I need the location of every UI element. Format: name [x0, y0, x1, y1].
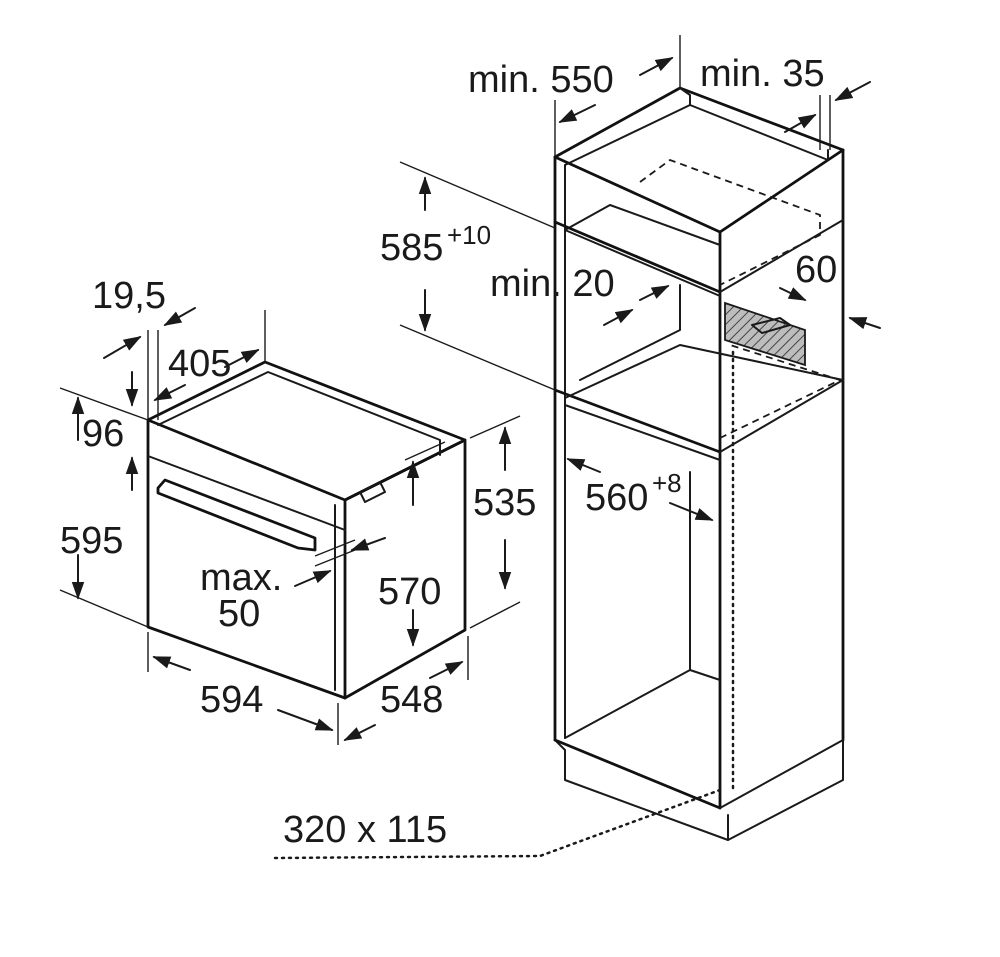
label-shelf-vent-gap: 60 [795, 249, 837, 291]
label-oven-front-offset: 19,5 [92, 275, 166, 317]
dim-arrow-594-left [152, 656, 191, 671]
label-oven-depth-top: 405 [168, 343, 231, 385]
niche-back-wall [579, 284, 681, 381]
vent-path-horizontal [273, 788, 722, 860]
vent-strip-slot [751, 317, 791, 334]
top-compartment-back [564, 229, 721, 297]
dimension-labels: 19,5 405 96 595 535 570 max. 50 594 548 … [60, 53, 837, 851]
top-shelf-side [719, 219, 844, 293]
oven-handle [156, 478, 317, 552]
niche-floor-inner [564, 404, 721, 461]
niche-floor-front [553, 388, 722, 454]
oven-drawing [146, 360, 467, 700]
cabinet-top-inner [564, 104, 829, 166]
dim-arrow-min-20-bottom [603, 309, 634, 326]
oven-latch [359, 481, 386, 503]
label-oven-max-gap-line1: max. [200, 557, 282, 599]
top-compartment-hidden [639, 158, 821, 286]
cabinet-bottom-front [553, 738, 722, 810]
label-oven-body-height: 535 [473, 482, 536, 524]
label-oven-total-height: 595 [60, 520, 123, 562]
dim-arrow-min-550-right [639, 57, 674, 76]
label-oven-panel-height: 96 [82, 413, 124, 455]
plinth-side [727, 739, 844, 841]
cabinet-bottom-side [719, 739, 844, 809]
cabinet-back-top-lip [679, 87, 691, 106]
dim-arrow-60 [779, 287, 807, 301]
dim-arrow-548-left [343, 724, 376, 741]
niche-floor-back [564, 344, 844, 399]
oven-top-trim [157, 371, 441, 456]
dim-arrow-548-right [429, 661, 464, 679]
label-vent-opening: 320 x 115 [283, 809, 447, 851]
dim-arrow-min-20-top [639, 285, 670, 301]
oven-dimensions [59, 307, 521, 745]
plinth-front [554, 739, 729, 841]
cabinet-drawing [273, 86, 845, 860]
label-niche-height: 585 [380, 227, 443, 269]
dim-arrow-594-right [277, 709, 334, 731]
label-oven-depth: 548 [380, 679, 443, 721]
label-niche-height-tolerance: +10 [447, 220, 491, 250]
oven-control-panel-line [147, 455, 346, 531]
dim-arrow-60-right [848, 317, 881, 330]
dim-arrow-max-50-top [350, 537, 386, 551]
label-niche-width-tolerance: +8 [652, 468, 682, 498]
dim-arrow-min-35-right [834, 81, 871, 101]
dim-arrow-min-35-left [784, 114, 817, 133]
cabinet-front-top [553, 148, 845, 234]
label-niche-width: 560 [585, 477, 648, 519]
label-oven-width: 594 [200, 679, 263, 721]
dim-arrow-19-5-left [103, 336, 142, 359]
label-oven-inner-height: 570 [378, 571, 441, 613]
label-min-gap-top: min. 20 [490, 263, 615, 305]
dim-arrow-560-left [566, 458, 601, 473]
lower-compartment-back [564, 669, 721, 739]
niche-floor-hidden [719, 344, 843, 439]
oven-front-face [146, 418, 347, 700]
label-oven-max-gap-line2: 50 [218, 593, 260, 635]
label-cabinet-min-depth: min. 550 [468, 59, 614, 101]
dim-arrow-405-left [153, 384, 186, 401]
label-cabinet-min-rear-gap: min. 35 [700, 53, 825, 95]
cabinet-dimensions [399, 35, 881, 521]
vent-strip [724, 301, 806, 367]
niche-floor-side [719, 379, 844, 453]
dim-arrow-560-right [669, 502, 714, 521]
dim-arrow-19-5-right [163, 307, 196, 326]
dim-arrow-max-50-bottom [294, 570, 332, 587]
dim-arrow-405-right [224, 349, 260, 368]
top-shelf-front [553, 220, 722, 294]
oven-side [343, 438, 467, 700]
top-compartment-shelf [564, 204, 721, 246]
dim-arrow-min-550-left [558, 104, 596, 123]
